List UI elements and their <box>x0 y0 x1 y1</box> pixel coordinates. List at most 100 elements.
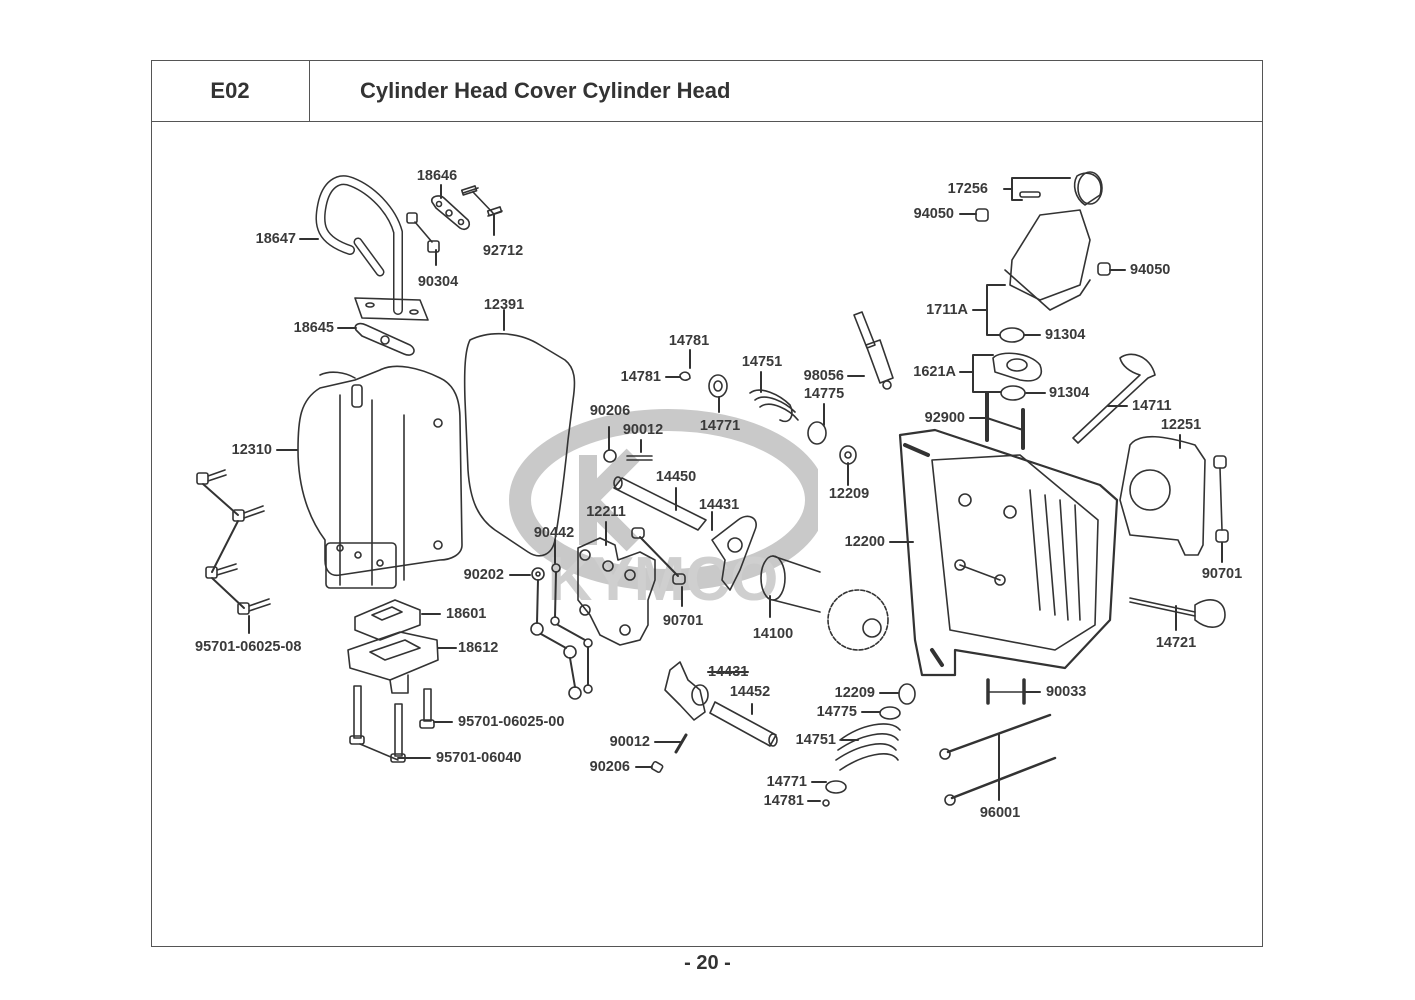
part-label: 14771 <box>766 774 807 790</box>
part-label: 12310 <box>231 442 272 458</box>
breather-cover-18612-part <box>347 631 439 694</box>
page-title: Cylinder Head Cover Cylinder Head <box>310 60 1263 122</box>
part-label: 90206 <box>589 403 631 419</box>
part-label: 14711 <box>1132 398 1172 414</box>
part-label: 14751 <box>741 354 783 370</box>
bolt-95701-06025-08-part <box>196 469 271 615</box>
head-cover-gasket-part <box>463 332 576 557</box>
dowel-pin-90701-part <box>631 527 686 585</box>
o-ring-91304-lower-part <box>1000 385 1026 401</box>
gasket-18645-part <box>354 322 415 356</box>
rocker-arm-bore <box>727 537 743 553</box>
gasket-hole <box>380 335 390 345</box>
screw-90012-lower-part <box>674 733 688 754</box>
part-label: 18646 <box>416 168 458 184</box>
part-label: 14721 <box>1155 635 1197 651</box>
part-label: 18612 <box>458 640 499 656</box>
part-label: 17256 <box>947 181 988 197</box>
part-label: 92712 <box>482 243 524 259</box>
part-label: 90304 <box>417 274 459 290</box>
part-label: 14775 <box>803 386 845 402</box>
part-label: 12251 <box>1160 417 1202 433</box>
part-label: 98056 <box>803 368 844 384</box>
spark-plug-98056-part <box>853 311 894 390</box>
head-gasket-12251-part <box>1119 435 1206 556</box>
part-label: 14771 <box>699 418 741 434</box>
rocker-arm-14431-part <box>711 515 757 591</box>
part-label: 94050 <box>1130 262 1171 278</box>
o-ring-91304-upper-part <box>999 327 1025 343</box>
part-label: 14431 <box>698 497 740 513</box>
valve-spring-set-lower-part <box>822 683 916 807</box>
part-label: 96001 <box>979 805 1021 821</box>
part-label: 12209 <box>834 685 875 701</box>
nut-90206-lower-part <box>650 760 664 774</box>
part-label: 90206 <box>589 759 630 775</box>
rocker-shaft-14450-part <box>613 476 707 531</box>
part-label: 90012 <box>622 422 664 438</box>
part-label: 14452 <box>729 684 771 700</box>
part-label: 95701-06025-00 <box>458 714 565 730</box>
cylinder-head-cover-part <box>297 365 463 589</box>
camshaft-14100-part <box>760 555 889 651</box>
part-label: 12211 <box>586 504 626 520</box>
valve-14711-part <box>1072 353 1156 444</box>
part-label: 90701 <box>1201 566 1243 582</box>
part-label: 90012 <box>609 734 650 750</box>
part-label: 14781 <box>763 793 804 809</box>
part-label: 95701-06025-08 <box>195 639 302 655</box>
dowel-pin-90701-right-part <box>1213 455 1229 543</box>
leader-lines <box>248 177 1223 802</box>
breather-pipe-part <box>315 175 429 321</box>
part-label: 18645 <box>293 320 334 336</box>
valve-14721-part <box>1129 597 1226 628</box>
section-code: E02 <box>151 60 310 122</box>
part-label: 14781 <box>668 333 710 349</box>
part-label: 90033 <box>1046 684 1087 700</box>
screw-90012-part <box>626 455 653 461</box>
part-label: 90202 <box>463 567 504 583</box>
part-label: 12209 <box>828 486 870 502</box>
insulator-1621A-part <box>992 352 1042 382</box>
breather-plate-18601-part <box>354 599 421 641</box>
part-label: 12391 <box>483 297 525 313</box>
part-label: 91304 <box>1049 385 1090 401</box>
part-label: 14431 <box>708 664 749 680</box>
cylinder-head-12200-part <box>898 428 1119 677</box>
bolt-95701-06040-part <box>349 685 435 763</box>
part-label: 14450 <box>655 469 697 485</box>
nut-washer-90202-90442-part <box>530 563 593 700</box>
valve-spring-set-upper-part <box>679 371 857 465</box>
rocker-shaft-14452-part <box>709 701 778 747</box>
part-label: 91304 <box>1045 327 1086 343</box>
part-label: 14775 <box>816 704 857 720</box>
part-label: 18647 <box>255 231 296 247</box>
gasket-18646-part <box>430 195 471 231</box>
part-label: 18601 <box>446 606 487 622</box>
watermark-text: KYMCO <box>548 545 779 605</box>
part-label: 12200 <box>844 534 885 550</box>
page-number: - 20 - <box>684 952 731 974</box>
watermark-k <box>579 448 640 552</box>
rocker-arm-lower-part <box>664 661 709 721</box>
part-label: 14751 <box>795 732 836 748</box>
part-label: 90442 <box>533 525 575 541</box>
stud-92712-part <box>460 185 503 217</box>
part-label: 1621A <box>913 364 956 380</box>
part-label: 1711A <box>926 302 968 318</box>
part-label: 14781 <box>620 369 661 385</box>
diagram-frame <box>151 60 1263 947</box>
bolt-96001-part <box>939 713 1057 806</box>
part-label: 14100 <box>752 626 794 642</box>
kymco-watermark-logo: KYMCO <box>509 409 818 605</box>
watermark-ring <box>509 409 818 591</box>
nut-90206-part <box>603 449 617 463</box>
nut-90304-part <box>406 212 440 253</box>
part-label: 95701-06040 <box>436 750 522 766</box>
rocker-arm-holder-part <box>577 537 656 646</box>
part-label: 90701 <box>662 613 704 629</box>
part-label: 94050 <box>913 206 954 222</box>
part-label: 92900 <box>924 410 965 426</box>
intake-manifold-1711A-part <box>975 171 1111 311</box>
